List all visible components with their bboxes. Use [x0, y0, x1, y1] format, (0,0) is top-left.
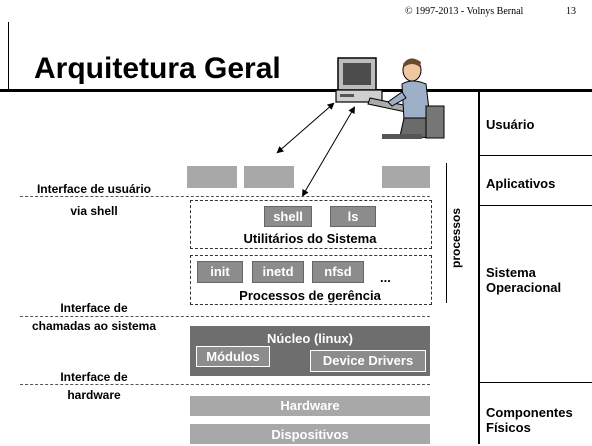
layer-label-componentes-fisicos: Componentes Físicos: [486, 405, 573, 435]
layer-label-sistema-operacional: Sistema Operacional: [486, 265, 562, 295]
processos-label: processos: [449, 207, 463, 268]
interface-chamadas-sub: chamadas ao sistema: [31, 319, 157, 333]
processos-bracket: [446, 163, 447, 303]
gerencia-label: Processos de gerência: [239, 288, 381, 303]
dispositivos-bar: Dispositivos: [190, 424, 430, 444]
right-column-rule: [478, 92, 480, 444]
process-nfsd: nfsd: [312, 261, 364, 283]
interface-hardware-line: [20, 384, 430, 385]
kernel-modulos: Módulos: [196, 346, 270, 367]
interface-usuario-sub: via shell: [70, 204, 118, 218]
page-number: 13: [566, 6, 576, 17]
copyright-text: © 1997-2013 - Volnys Bernal: [405, 6, 524, 17]
layer-divider: [478, 382, 592, 383]
interface-chamadas-label: Interface de: [60, 301, 128, 315]
process-inetd: inetd: [252, 261, 304, 283]
page-title: Arquitetura Geral: [34, 52, 281, 85]
app-box: [244, 166, 294, 188]
person-icon: [382, 58, 445, 139]
interface-hardware-sub: hardware: [67, 388, 121, 402]
app-box: [382, 166, 430, 188]
hardware-bar: Hardware: [190, 396, 430, 416]
kernel-device-drivers: Device Drivers: [310, 350, 426, 372]
layer-divider: [478, 205, 592, 206]
title-rule: [0, 89, 592, 92]
monitor-icon: [335, 57, 383, 103]
layer-label-usuario: Usuário: [486, 117, 535, 132]
kernel-label: Núcleo (linux): [267, 331, 353, 346]
left-edge-rule: [8, 22, 9, 90]
arrow-user-to-utilities: [301, 106, 356, 197]
interface-usuario-label: Interface de usuário: [36, 182, 152, 196]
utilitarios-label: Utilitários do Sistema: [243, 231, 377, 246]
process-init: init: [197, 261, 243, 283]
interface-chamadas-line: [20, 316, 430, 317]
layer-label-aplicativos: Aplicativos: [486, 176, 556, 191]
utility-ls: ls: [330, 206, 376, 227]
utilitarios-group: [190, 200, 432, 249]
utility-shell: shell: [264, 206, 312, 227]
layer-divider: [478, 155, 592, 156]
gerencia-group: [190, 255, 432, 305]
app-box: [187, 166, 237, 188]
process-ellipsis: ...: [380, 270, 391, 285]
interface-hardware-label: Interface de: [60, 370, 128, 384]
interface-usuario-line: [20, 196, 430, 197]
user-computer-illustration: [335, 57, 445, 139]
arrow-user-to-shell: [276, 102, 335, 154]
